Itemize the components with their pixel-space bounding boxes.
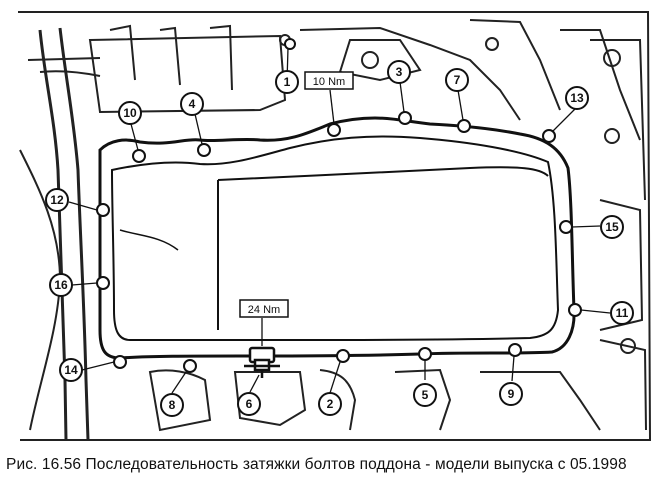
- svg-text:1: 1: [284, 75, 291, 89]
- svg-text:13: 13: [570, 91, 584, 105]
- sequence-labels: 1 2 3 4 5 6 7 8 9 10 11 12 13 14 15 16: [45, 60, 634, 417]
- svg-text:9: 9: [508, 387, 515, 401]
- svg-text:6: 6: [246, 397, 253, 411]
- sequence-label-13: 13: [565, 86, 589, 110]
- torque-callout-24nm: 24 Nm: [239, 299, 289, 318]
- torque-callout-10nm: 10 Nm: [304, 71, 354, 90]
- svg-text:11: 11: [616, 306, 629, 320]
- sequence-label-10: 10: [118, 101, 142, 125]
- leader-lines: [68, 47, 611, 394]
- svg-text:5: 5: [422, 388, 429, 402]
- sequence-label-1: 1: [275, 70, 299, 94]
- engine-block-outline: [18, 11, 652, 441]
- sequence-label-8: 8: [160, 393, 184, 417]
- svg-text:12: 12: [50, 193, 64, 207]
- svg-text:3: 3: [396, 65, 403, 79]
- sequence-label-14: 14: [59, 358, 83, 382]
- torque-label-24nm: 24 Nm: [248, 304, 280, 316]
- sequence-label-3: 3: [387, 60, 411, 84]
- svg-text:4: 4: [189, 97, 196, 111]
- drain-plug: [244, 346, 280, 378]
- svg-text:7: 7: [454, 73, 461, 87]
- oil-pan-flange: [98, 116, 576, 360]
- sequence-label-2: 2: [318, 392, 342, 416]
- svg-text:2: 2: [327, 397, 334, 411]
- sequence-label-6: 6: [237, 392, 261, 416]
- svg-text:16: 16: [54, 278, 68, 292]
- svg-text:8: 8: [169, 398, 176, 412]
- sequence-label-12: 12: [45, 188, 69, 212]
- pan-bolts: [96, 38, 582, 373]
- sequence-label-15: 15: [600, 215, 624, 239]
- torque-label-10nm: 10 Nm: [313, 76, 345, 88]
- svg-text:10: 10: [123, 106, 137, 120]
- sequence-label-9: 9: [499, 382, 523, 406]
- sequence-label-11: 11: [610, 301, 634, 325]
- sequence-label-16: 16: [49, 273, 73, 297]
- figure-caption: Рис. 16.56 Последовательность затяжки бо…: [6, 456, 627, 473]
- sequence-label-7: 7: [445, 68, 469, 92]
- svg-text:14: 14: [64, 363, 78, 377]
- svg-text:15: 15: [605, 220, 619, 234]
- sequence-label-5: 5: [413, 383, 437, 407]
- sequence-label-4: 4: [180, 92, 204, 116]
